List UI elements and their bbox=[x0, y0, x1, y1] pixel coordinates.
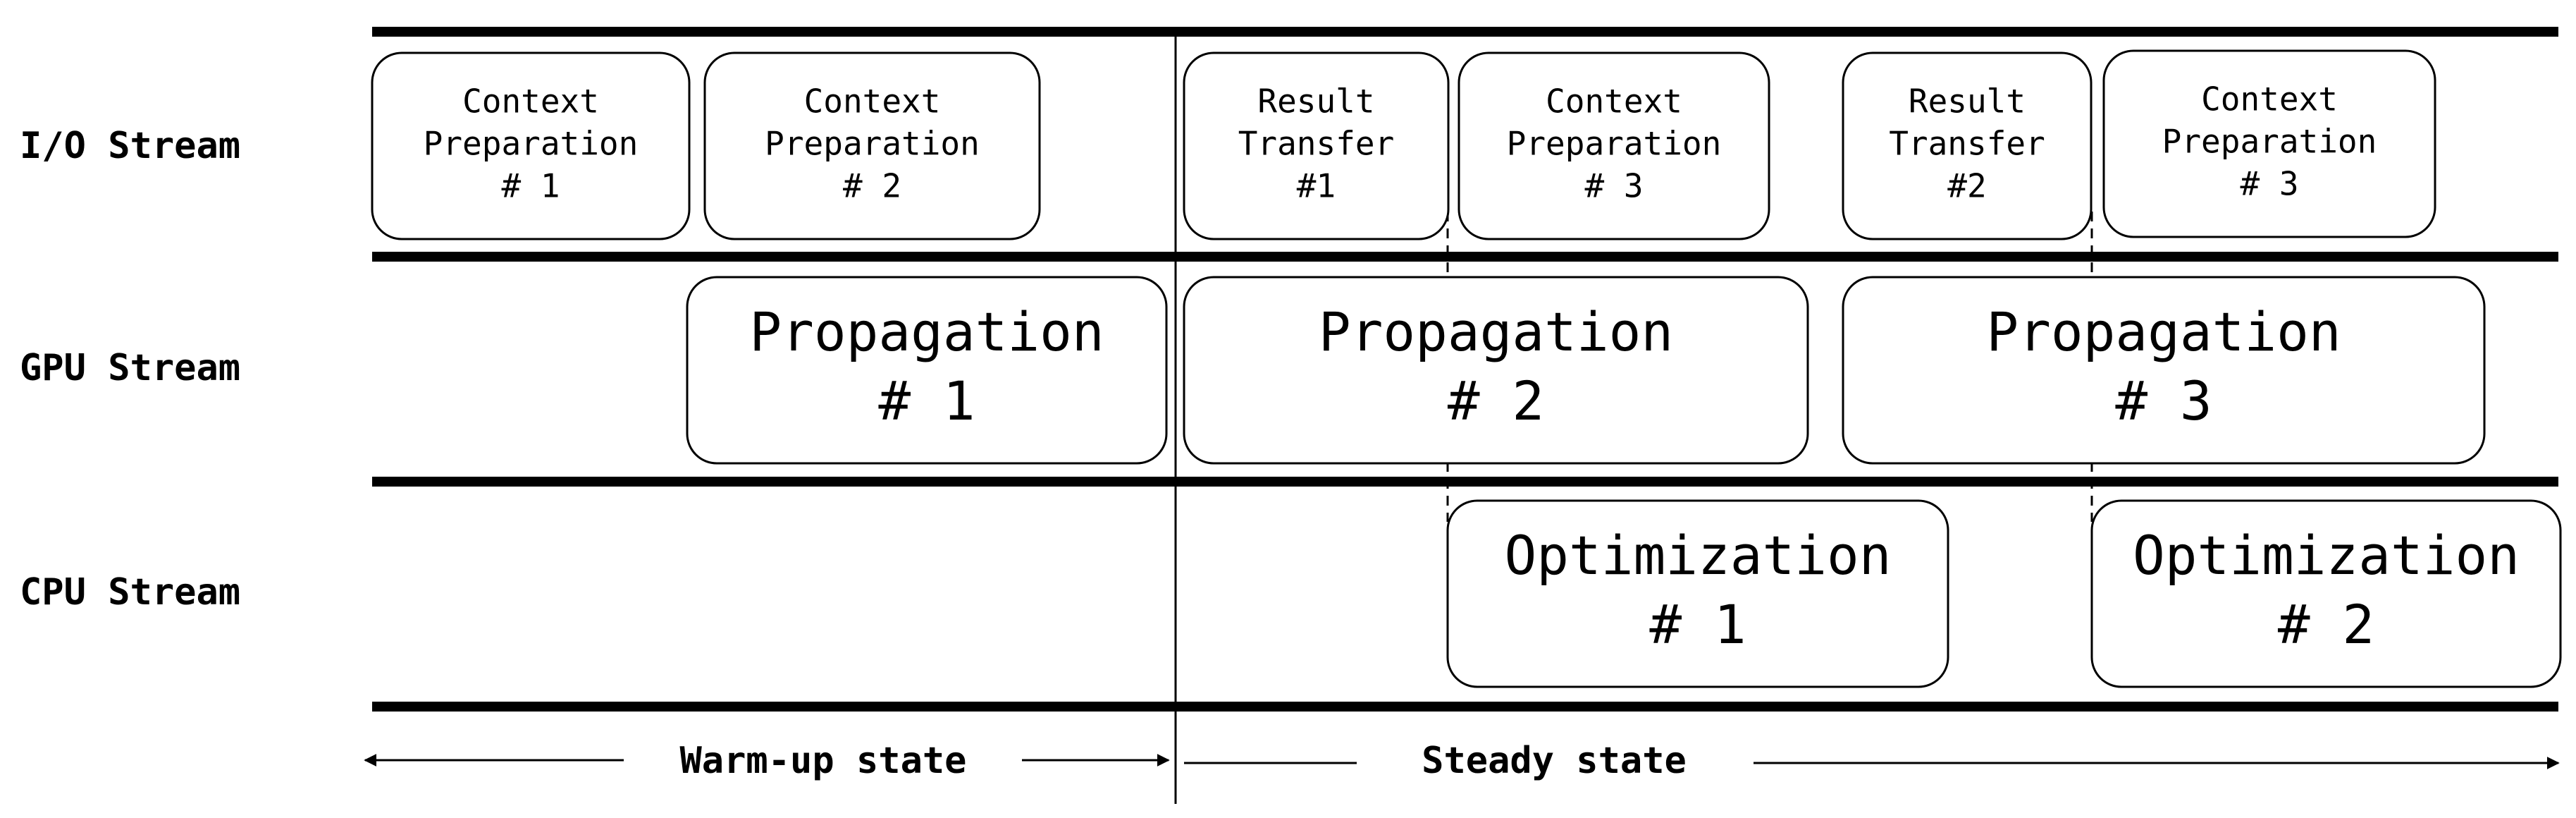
dependency-lines bbox=[1446, 212, 2093, 522]
block-label-line: Result bbox=[1257, 83, 1374, 121]
block-label-line: Transfer bbox=[1889, 125, 2045, 163]
block-label-line: Propagation bbox=[1319, 300, 1673, 363]
block-label-line: # 2 bbox=[1448, 370, 1544, 432]
block-box bbox=[2102, 49, 2436, 238]
gpu-stream-blocks: Propagation # 1 Propagation # 2 Propagation #… bbox=[686, 276, 2486, 465]
lane-label-cpu: CPU Stream bbox=[20, 571, 240, 614]
block-label-line: Preparation bbox=[2162, 123, 2377, 161]
block-label-line: # 2 bbox=[2278, 593, 2374, 656]
block-label-line: Preparation bbox=[1507, 125, 1722, 163]
lane-labels: I/O Stream GPU Stream CPU Stream bbox=[20, 125, 240, 614]
block-box bbox=[703, 51, 1041, 240]
block-box bbox=[1842, 51, 2093, 240]
block-box bbox=[686, 276, 1168, 465]
block-label-line: Result bbox=[1909, 83, 2026, 121]
block-label-line: # 3 bbox=[2240, 165, 2298, 203]
block-propagation-1: Propagation # 1 bbox=[686, 276, 1168, 465]
block-label-line: #2 bbox=[1947, 167, 1986, 205]
steady-state-label: Steady state bbox=[1422, 740, 1687, 782]
block-label-line: #1 bbox=[1297, 167, 1336, 205]
phase-indicators bbox=[364, 754, 2560, 769]
block-label-line: Propagation bbox=[1986, 300, 2341, 363]
block-propagation-3: Propagation # 3 bbox=[1842, 276, 2486, 465]
block-label-line: Preparation bbox=[424, 125, 639, 163]
block-propagation-2: Propagation # 2 bbox=[1183, 276, 1809, 465]
block-label-line: # 2 bbox=[843, 167, 901, 205]
block-label-line: Context bbox=[2201, 80, 2338, 118]
lane-label-gpu: GPU Stream bbox=[20, 347, 240, 389]
block-box bbox=[1183, 276, 1809, 465]
block-box bbox=[371, 51, 691, 240]
block-box bbox=[1842, 276, 2486, 465]
block-box bbox=[1458, 51, 1770, 240]
block-box bbox=[2090, 499, 2562, 688]
block-label-line: Context bbox=[1546, 83, 1682, 121]
block-box bbox=[1183, 51, 1450, 240]
block-label-line: Optimization bbox=[1504, 524, 1891, 587]
block-optimization-2: Optimization# 2 bbox=[2090, 499, 2562, 688]
block-label-line: # 1 bbox=[501, 167, 560, 205]
block-label-line: Propagation bbox=[749, 300, 1104, 363]
block-label-line: # 1 bbox=[878, 370, 975, 432]
lane-label-io: I/O Stream bbox=[20, 125, 240, 167]
warmup-state-label: Warm-up state bbox=[680, 740, 967, 782]
block-label-line: # 3 bbox=[2115, 370, 2212, 432]
block-label-line: Context bbox=[804, 83, 941, 121]
block-optimization-1: Optimization# 1 bbox=[1446, 499, 1949, 688]
block-label-line: # 3 bbox=[1584, 167, 1643, 205]
block-label-line: Transfer bbox=[1238, 125, 1395, 163]
block-box bbox=[1446, 499, 1949, 688]
block-label-line: # 1 bbox=[1649, 593, 1746, 656]
block-label-line: Optimization bbox=[2133, 524, 2520, 587]
block-label-line: Preparation bbox=[765, 125, 980, 163]
block-label-line: Context bbox=[462, 83, 599, 121]
lane-separators bbox=[372, 27, 2558, 712]
